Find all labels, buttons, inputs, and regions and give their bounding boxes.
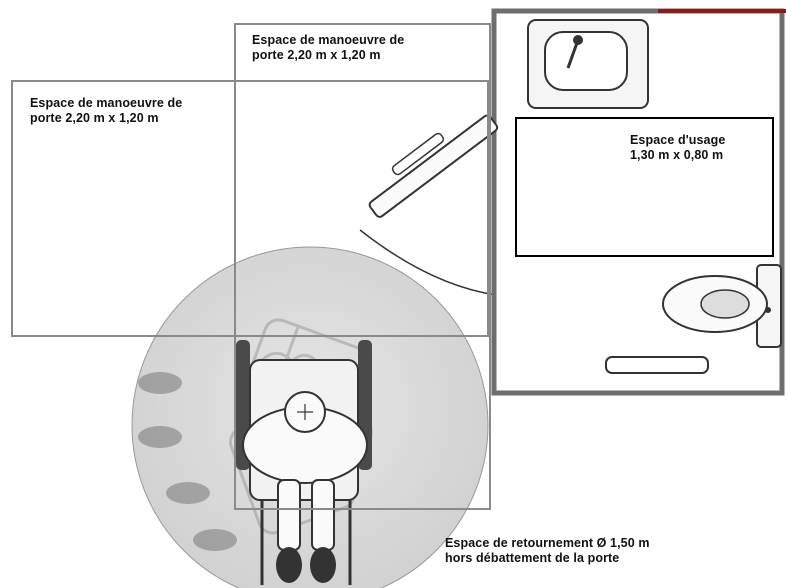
turning-space-label: Espace de retournement Ø 1,50 m hors déb… <box>445 536 650 565</box>
usage-space-rect <box>515 117 774 257</box>
washbasin-icon <box>527 19 649 109</box>
grab-bar-icon <box>605 356 709 374</box>
door-space-label-a: Espace de manoeuvre de porte 2,20 m x 1,… <box>30 96 183 125</box>
usage-space-label: Espace d'usage 1,30 m x 0,80 m <box>630 133 726 162</box>
door-space-label-b: Espace de manoeuvre de porte 2,20 m x 1,… <box>252 33 405 62</box>
door-swing-icon <box>359 114 499 296</box>
door-space-rect-right <box>234 23 491 510</box>
door-space-rect-left <box>11 80 489 337</box>
toilet-icon <box>662 264 782 348</box>
wheelchair-user-icon <box>236 340 372 585</box>
